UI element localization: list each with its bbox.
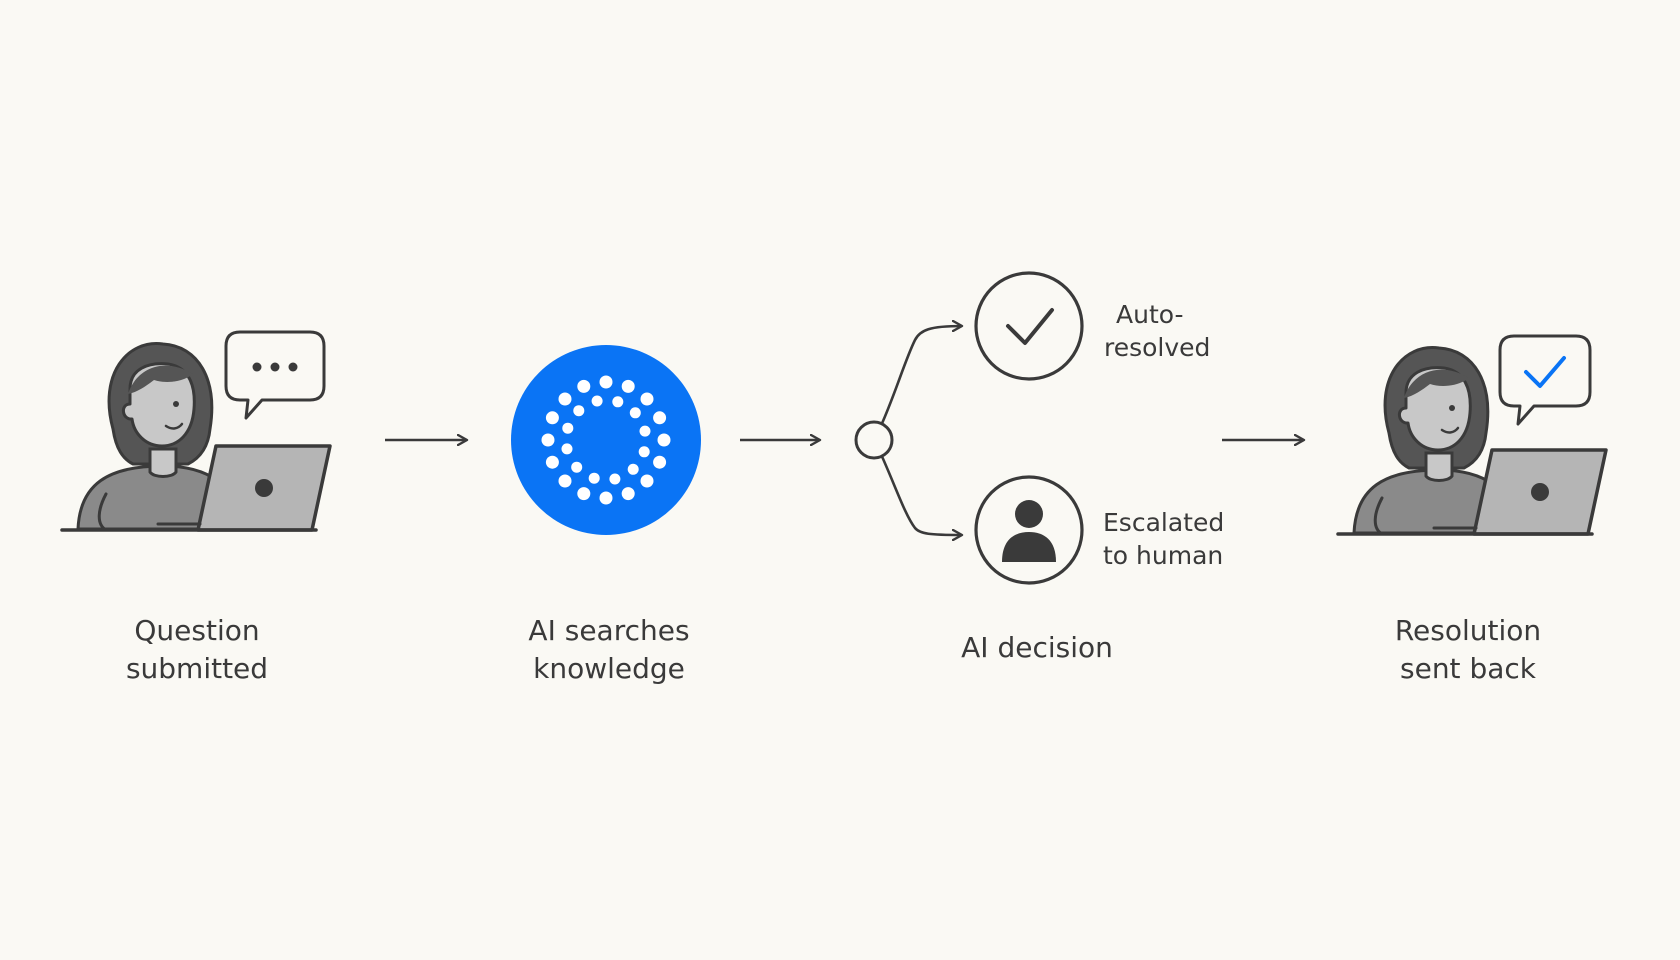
decision-node-icon [854, 420, 894, 460]
step-label-line: AI decision [961, 631, 1113, 664]
branch-label-line: Escalated [1103, 508, 1225, 537]
ai-dot [639, 425, 651, 437]
ai-dot [591, 395, 603, 407]
ai-dot [588, 472, 600, 484]
ai-dot [558, 392, 572, 406]
chat-bubble-dots-icon [224, 330, 326, 420]
branch-path-escalated [878, 451, 962, 535]
ai-dot [541, 433, 555, 447]
ai-dot [561, 443, 573, 455]
step-label-line: Question [134, 614, 260, 647]
ai-dots-circle-icon [511, 345, 701, 535]
ai-dot [577, 487, 591, 501]
ai-dot [653, 455, 667, 469]
step-label-resolution: Resolution sent back [1338, 612, 1598, 688]
ai-dot [571, 461, 583, 473]
step-label-search: AI searches knowledge [479, 612, 739, 688]
ai-dot [621, 487, 635, 501]
ai-dot [653, 411, 667, 425]
user-circle-icon [974, 475, 1084, 585]
branch-path-auto [878, 326, 962, 429]
chat-bubble-check-icon [1498, 334, 1592, 426]
step-label-line: Resolution [1394, 614, 1542, 647]
ai-dot [545, 455, 559, 469]
branch-label-line: to human [1103, 541, 1224, 570]
branch-label-escalated: Escalated to human [1103, 506, 1224, 572]
ai-dot [573, 405, 585, 417]
step-label-line: submitted [125, 652, 269, 685]
step-label-question: Question submitted [67, 612, 327, 688]
ai-dot [657, 433, 671, 447]
ai-dot [577, 379, 591, 393]
ai-dot [627, 463, 639, 475]
ai-dot [640, 392, 654, 406]
branch-label-auto: Auto- resolved [1104, 298, 1210, 364]
checkmark-circle-icon [974, 271, 1084, 381]
step-label-line: sent back [1400, 652, 1536, 685]
branch-label-line: resolved [1104, 333, 1211, 362]
ai-dot [621, 379, 635, 393]
ai-dot [545, 411, 559, 425]
step-label-line: knowledge [533, 652, 685, 685]
branch-label-line: Auto- [1116, 300, 1184, 329]
ai-dot [612, 396, 624, 408]
ai-dot [599, 491, 613, 505]
ai-dot [562, 422, 574, 434]
ai-dot [558, 474, 572, 488]
ai-dot [640, 474, 654, 488]
ai-dot [609, 473, 621, 485]
step-label-decision: AI decision [907, 629, 1167, 667]
ai-dot [638, 446, 650, 458]
step-label-line: AI searches [528, 614, 690, 647]
ai-dot [599, 375, 613, 389]
ai-dot [629, 407, 641, 419]
